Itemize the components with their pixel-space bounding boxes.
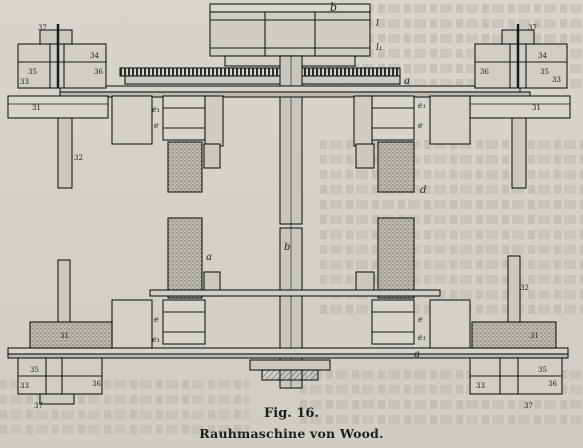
label-33-bl: 33 — [20, 382, 29, 390]
shaft-32-left-bottom — [57, 259, 71, 323]
faded-background-text — [0, 380, 250, 445]
shaft-32-right-top — [511, 117, 527, 189]
bearing-lower-right — [371, 299, 415, 345]
card-roller-upper-right — [377, 141, 415, 193]
bearing-lower-left — [162, 299, 206, 345]
roller-31-tr — [469, 95, 571, 119]
top-frame-bar — [59, 85, 521, 93]
faded-background-text — [300, 370, 583, 440]
figure-title: Rauhmaschine von Wood. — [199, 426, 384, 441]
label-a-left: a — [206, 252, 212, 263]
roller-31-br — [471, 321, 557, 349]
label-e1-lower-right: e₁ — [418, 333, 426, 342]
label-36-bl: 36 — [92, 380, 101, 388]
label-35-tl: 35 — [28, 68, 37, 76]
label-31-tr: 31 — [532, 104, 541, 112]
label-36-tl: 36 — [94, 68, 103, 76]
roller-31-tl — [7, 95, 109, 119]
label-37-bl: 37 — [34, 402, 43, 410]
label-32-left: 32 — [74, 154, 83, 162]
label-e-upper-left: e — [154, 121, 159, 130]
label-e1-upper-left: e₁ — [152, 105, 160, 114]
label-l: l — [376, 19, 379, 29]
label-31-br: 31 — [530, 332, 539, 340]
card-roller-lower-left — [167, 217, 203, 299]
bottom-frame-bar — [7, 347, 569, 355]
label-36-tr: 36 — [480, 68, 489, 76]
roller-31-bl — [29, 321, 113, 349]
label-31-bl: 31 — [60, 332, 69, 340]
label-34-tl: 34 — [90, 52, 99, 60]
shaft-32-right — [507, 255, 521, 323]
label-37-tr: 37 — [528, 24, 537, 32]
bearing-upper-left — [162, 95, 206, 141]
label-34-tr: 34 — [538, 52, 547, 60]
label-e-lower-left: e — [154, 315, 159, 324]
card-roller-lower-right — [377, 217, 415, 299]
label-d: d — [420, 185, 426, 196]
shaft-32-left — [57, 117, 73, 189]
top-left-mechanism — [17, 43, 107, 89]
label-b-top: b — [330, 1, 337, 14]
label-b-mid: b — [284, 242, 290, 253]
label-31-tl: 31 — [32, 104, 41, 112]
label-e1-upper-right: e₁ — [418, 101, 426, 110]
label-37-br: 37 — [524, 402, 533, 410]
top-right-mechanism — [474, 43, 568, 89]
label-a-bottom: a — [414, 349, 420, 360]
top-pulley — [209, 11, 371, 57]
label-35-bl: 35 — [30, 366, 39, 374]
label-32-right: 32 — [520, 284, 529, 292]
faded-background-text — [300, 4, 583, 94]
top-pulley-rim — [209, 3, 371, 13]
card-roller-upper-left — [167, 141, 203, 193]
label-l1: l₁ — [376, 43, 383, 53]
label-a-top: a — [404, 76, 410, 87]
label-33-tl: 33 — [20, 78, 29, 86]
label-35-br: 35 — [538, 366, 547, 374]
label-37-tl: 37 — [38, 24, 47, 32]
label-33-tr: 33 — [552, 76, 561, 84]
label-36-br: 36 — [548, 380, 557, 388]
gear-teeth — [119, 67, 401, 77]
label-e1-lower-left: e₁ — [152, 335, 160, 344]
label-e-upper-right: e — [418, 121, 423, 130]
bearing-upper-right — [371, 95, 415, 141]
label-e-lower-right: e — [418, 315, 423, 324]
label-33-br: 33 — [476, 382, 485, 390]
figure-number: Fig. 16. — [264, 406, 319, 421]
label-35-tr: 35 — [540, 68, 549, 76]
